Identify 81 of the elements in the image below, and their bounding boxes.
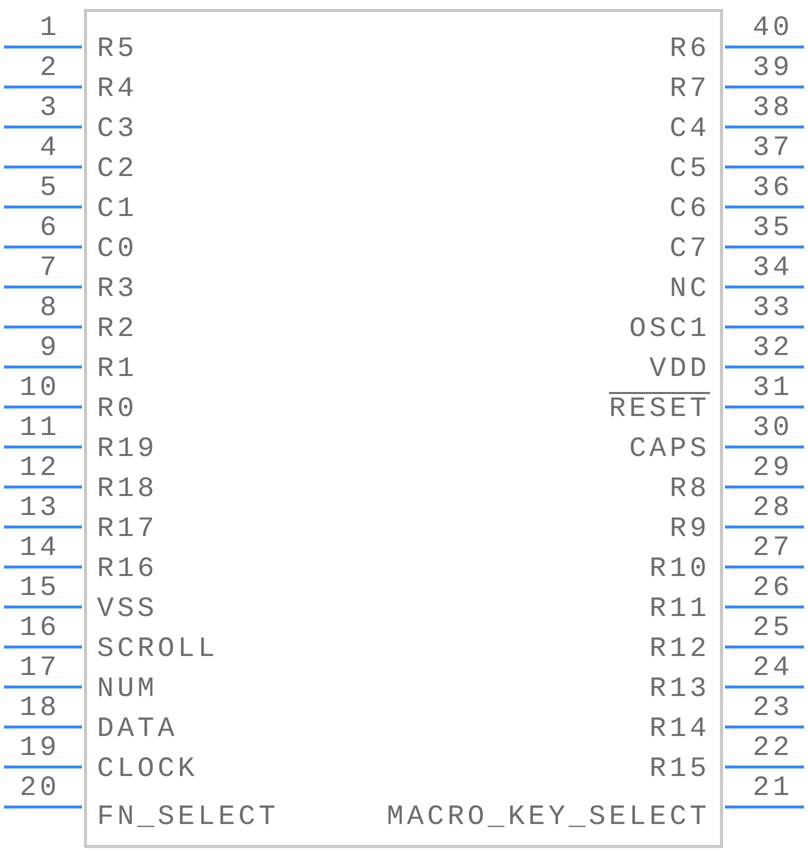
pin-name: R12 <box>649 636 710 664</box>
pin-number: 39 <box>752 55 793 83</box>
pin-name: C6 <box>670 196 710 224</box>
pin-number: 11 <box>20 415 60 443</box>
pin-number: 8 <box>40 295 60 323</box>
pin-name: R16 <box>97 556 158 584</box>
pin-number: 17 <box>20 655 60 683</box>
pin-number: 24 <box>752 655 793 683</box>
pin-number: 16 <box>20 615 60 643</box>
pin-name: R11 <box>649 596 710 624</box>
pin-number: 20 <box>20 775 60 803</box>
pin-name: R7 <box>670 76 710 104</box>
pin-name: R2 <box>97 316 138 344</box>
pin-number: 30 <box>752 415 793 443</box>
pin-name: R4 <box>97 76 138 104</box>
pin-number: 25 <box>752 615 793 643</box>
pin-number: 1 <box>40 15 60 43</box>
pin-name: R5 <box>97 36 138 64</box>
pin-number: 4 <box>40 135 60 163</box>
pin-number: 18 <box>20 695 60 723</box>
pin-number: 7 <box>40 255 60 283</box>
pin-name: C7 <box>670 236 710 264</box>
pin-number: 34 <box>752 255 793 283</box>
pin-name: R17 <box>97 516 158 544</box>
pin-name: C5 <box>670 156 710 184</box>
pin-name: C2 <box>97 156 138 184</box>
pin-name: R13 <box>649 676 710 704</box>
pin-name: C3 <box>97 116 138 144</box>
pin-name: VSS <box>97 596 158 624</box>
pin-number: 33 <box>752 295 793 323</box>
pin-name: R3 <box>97 276 138 304</box>
pin-name: NUM <box>97 676 158 704</box>
pin-number: 21 <box>752 775 793 803</box>
pin-name: VDD <box>649 356 710 384</box>
pin-name: NC <box>670 276 710 304</box>
pin-number: 40 <box>752 15 793 43</box>
pin-number: 26 <box>752 575 793 603</box>
pin-number: 38 <box>752 95 793 123</box>
pin-number: 10 <box>20 375 60 403</box>
pin-number: 32 <box>752 335 793 363</box>
pin-name: R1 <box>97 356 138 384</box>
pin-number: 19 <box>20 735 60 763</box>
pin-number: 15 <box>20 575 60 603</box>
pin-name: RESET <box>608 396 710 424</box>
pin-number: 12 <box>20 455 60 483</box>
pin-name: R6 <box>670 36 710 64</box>
pin-name: C4 <box>670 116 710 144</box>
pin-number: 31 <box>752 375 793 403</box>
pin-number: 27 <box>752 535 793 563</box>
pin-number: 23 <box>752 695 793 723</box>
pin-number: 3 <box>40 95 60 123</box>
pin-name: R19 <box>97 436 158 464</box>
pin-name: R14 <box>649 716 710 744</box>
pin-number: 14 <box>20 535 60 563</box>
pin-name: R15 <box>649 756 710 784</box>
pin-name: R10 <box>649 556 710 584</box>
pin-name: R8 <box>670 476 710 504</box>
ic-body <box>84 9 723 848</box>
pin-name: SCROLL <box>97 636 218 664</box>
pin-name: R18 <box>97 476 158 504</box>
pin-number: 2 <box>40 55 60 83</box>
pin-name: CLOCK <box>97 756 198 784</box>
pin-name: R9 <box>670 516 710 544</box>
pin-number: 5 <box>40 175 60 203</box>
pin-name: CAPS <box>629 436 710 464</box>
pin-number: 9 <box>40 335 60 363</box>
pin-number: 6 <box>40 215 60 243</box>
pin-number: 13 <box>20 495 60 523</box>
pin-number: 35 <box>752 215 793 243</box>
pin-number: 37 <box>752 135 793 163</box>
pin-number: 22 <box>752 735 793 763</box>
pin-name: FN_SELECT <box>97 804 279 832</box>
pin-number: 36 <box>752 175 793 203</box>
pin-name: DATA <box>97 716 178 744</box>
pin-name: C0 <box>97 236 138 264</box>
pin-name: R0 <box>97 396 138 424</box>
pin-name: C1 <box>97 196 138 224</box>
pin-name: MACRO_KEY_SELECT <box>386 804 710 832</box>
pin-number: 29 <box>752 455 793 483</box>
pin-name: OSC1 <box>629 316 710 344</box>
pin-number: 28 <box>752 495 793 523</box>
